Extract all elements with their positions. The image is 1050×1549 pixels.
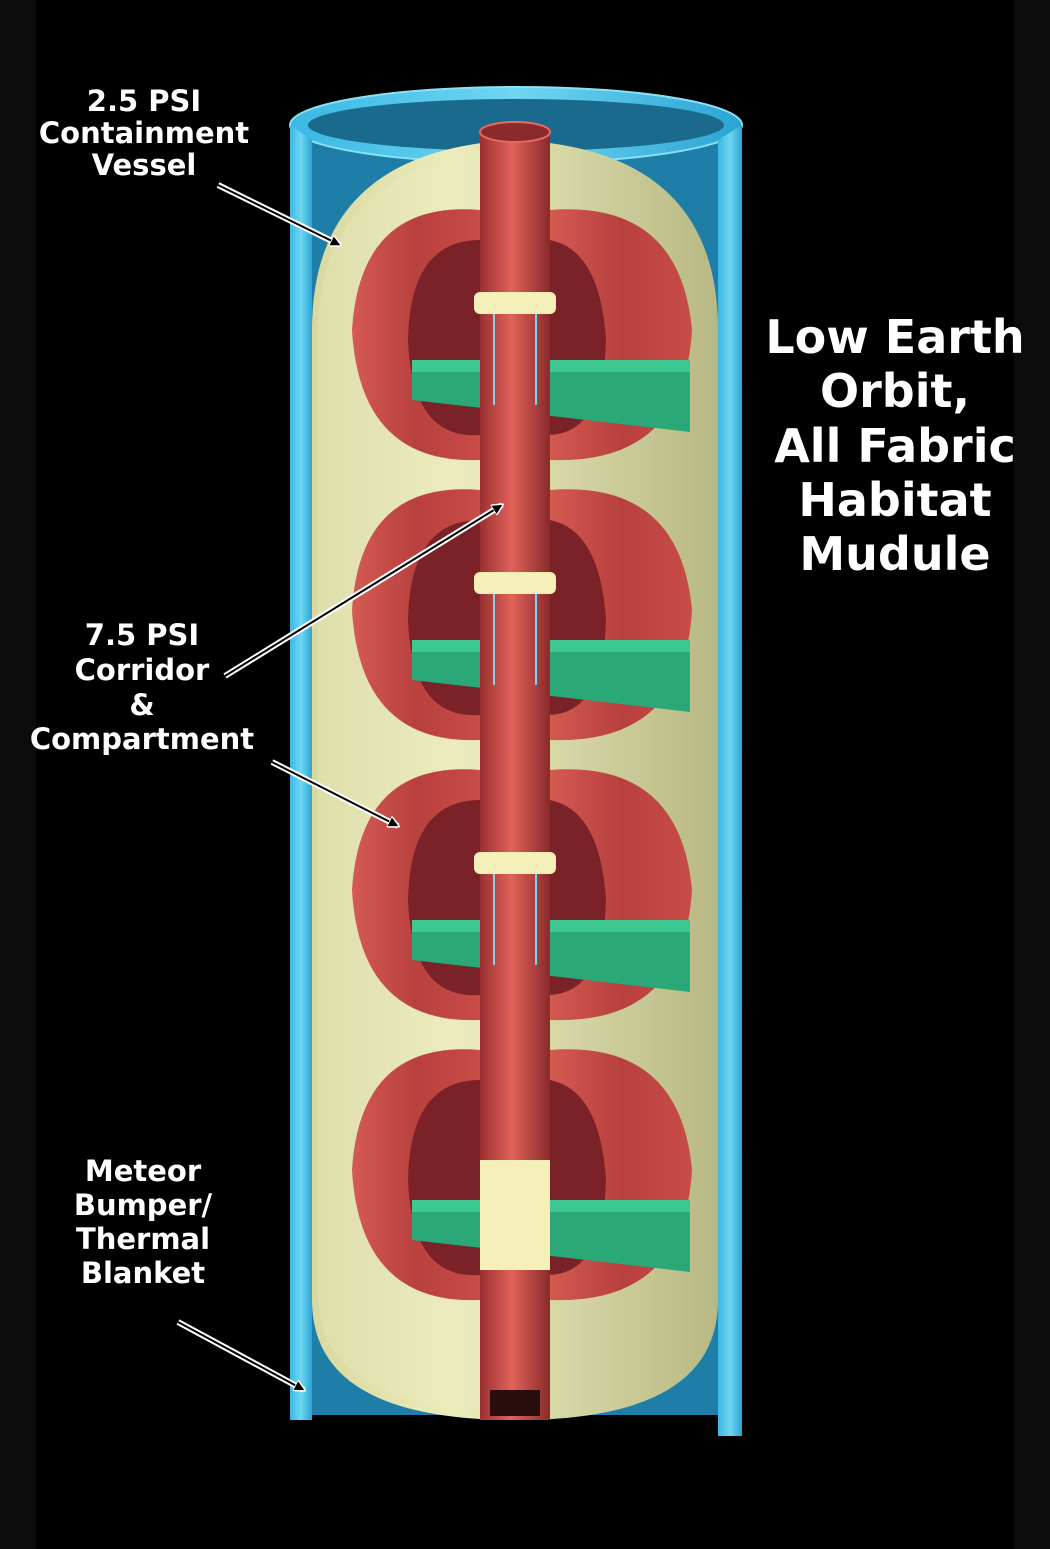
label-line: Corridor (74, 652, 210, 687)
label-line: Compartment (29, 722, 255, 757)
title-line: Low Earth (765, 310, 1025, 364)
floor-deck-edge (412, 640, 690, 652)
floor-deck-edge (412, 360, 690, 372)
label-line: 2.5 PSI (86, 84, 202, 118)
corridor-collar (474, 292, 556, 314)
floor-deck-edge (412, 1200, 690, 1212)
label-line: Blanket (80, 1255, 206, 1290)
containment-vessel-label: 2.5 PSI Containment Vessel (10, 84, 278, 182)
right-frame (1014, 0, 1050, 1549)
corridor-collar (474, 572, 556, 594)
meteor-bumper-label: Meteor Bumper/ Thermal Blanket (18, 1154, 268, 1291)
title-line: Orbit, (820, 364, 970, 419)
diagram-title: Low Earth Orbit, All Fabric Habitat Mudu… (745, 310, 1045, 581)
corridor-collar (474, 852, 556, 874)
corridor-compartment-label: 7.5 PSI Corridor & Compartment (8, 618, 276, 757)
compartment-level (352, 489, 692, 741)
label-line: Containment (38, 115, 250, 150)
label-line: 7.5 PSI (84, 618, 200, 652)
label-line: Thermal (75, 1221, 211, 1256)
corridor-airlock (480, 1160, 550, 1270)
title-line: Mudule (799, 527, 991, 582)
label-line: Vessel (91, 147, 197, 182)
title-line: All Fabric (774, 418, 1016, 473)
label-line: & (129, 687, 155, 722)
annotation-arrows (176, 182, 502, 1393)
label-line: Bumper/ (73, 1187, 213, 1222)
floor-deck-edge (412, 920, 690, 932)
corridor-collars (474, 292, 556, 1270)
left-frame (0, 0, 36, 1549)
label-line: Meteor (84, 1154, 202, 1188)
title-line: Habitat (798, 472, 992, 527)
